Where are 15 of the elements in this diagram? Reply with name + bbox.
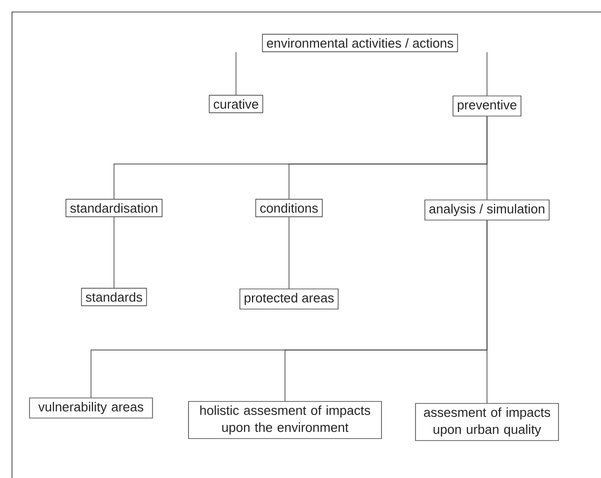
box: environmental activities / actions bbox=[262, 34, 458, 52]
box: analysis / simulation bbox=[424, 200, 550, 220]
box: standardisation bbox=[66, 198, 162, 218]
box: conditions bbox=[255, 198, 323, 218]
box: holistic assesment of impacts upon the environment bbox=[188, 401, 382, 439]
box: vulnerability areas bbox=[29, 398, 153, 418]
box: standards bbox=[81, 288, 147, 306]
connector bbox=[486, 52, 488, 96]
box: protected areas bbox=[240, 288, 339, 310]
connector bbox=[486, 116, 488, 200]
connector bbox=[486, 220, 488, 404]
box: curative bbox=[208, 94, 264, 114]
connector bbox=[288, 216, 290, 289]
box: assesment of impacts upon urban quality bbox=[415, 403, 559, 441]
box: preventive bbox=[452, 96, 522, 116]
